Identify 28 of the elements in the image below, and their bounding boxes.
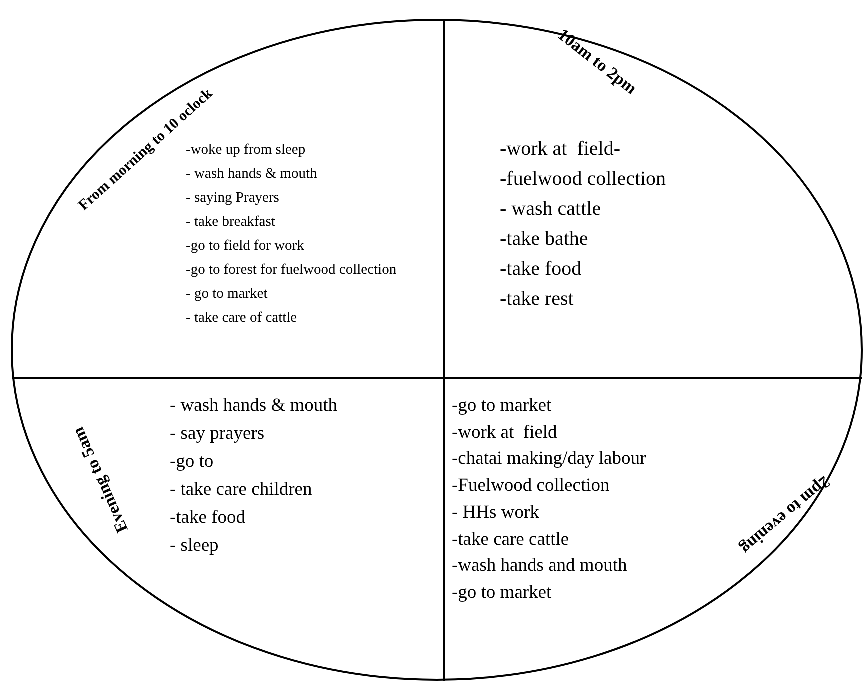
activity-item: - take breakfast: [186, 213, 276, 232]
activity-item: -wash hands and mouth: [452, 555, 628, 578]
activity-item: -chatai making/day labour: [452, 448, 646, 472]
activity-item: - take care children: [170, 479, 312, 502]
activity-item: -take bathe: [500, 227, 588, 252]
activity-item: - wash cattle: [500, 197, 602, 222]
activity-item: -work at field-: [500, 137, 621, 162]
activity-item: -work at field: [452, 422, 558, 445]
activity-item: - go to market: [186, 285, 268, 304]
activity-item: - wash hands & mouth: [170, 395, 338, 418]
activity-item: -take care cattle: [452, 528, 570, 552]
activity-item: - HHs work: [452, 502, 540, 525]
activity-item: -Fuelwood collection: [452, 475, 610, 498]
activity-item: -go to: [170, 451, 214, 474]
activity-item: -go to forest for fuelwood collection: [186, 261, 397, 280]
activity-item: - take care of cattle: [186, 309, 298, 328]
activity-item: -go to field for work: [186, 237, 304, 256]
activity-item: - say prayers: [170, 423, 265, 446]
activity-item: -go to market: [452, 582, 552, 605]
activity-item: -take food: [170, 507, 246, 530]
activity-item: -take food: [500, 257, 582, 282]
activity-item: - sleep: [170, 535, 219, 558]
activity-item: -take rest: [500, 287, 574, 312]
activity-item: - saying Prayers: [186, 189, 280, 208]
activity-item: -go to market: [452, 395, 552, 418]
activity-item: -woke up from sleep: [186, 141, 306, 160]
activity-item: - wash hands & mouth: [186, 165, 318, 184]
activity-item: -fuelwood collection: [500, 167, 666, 192]
